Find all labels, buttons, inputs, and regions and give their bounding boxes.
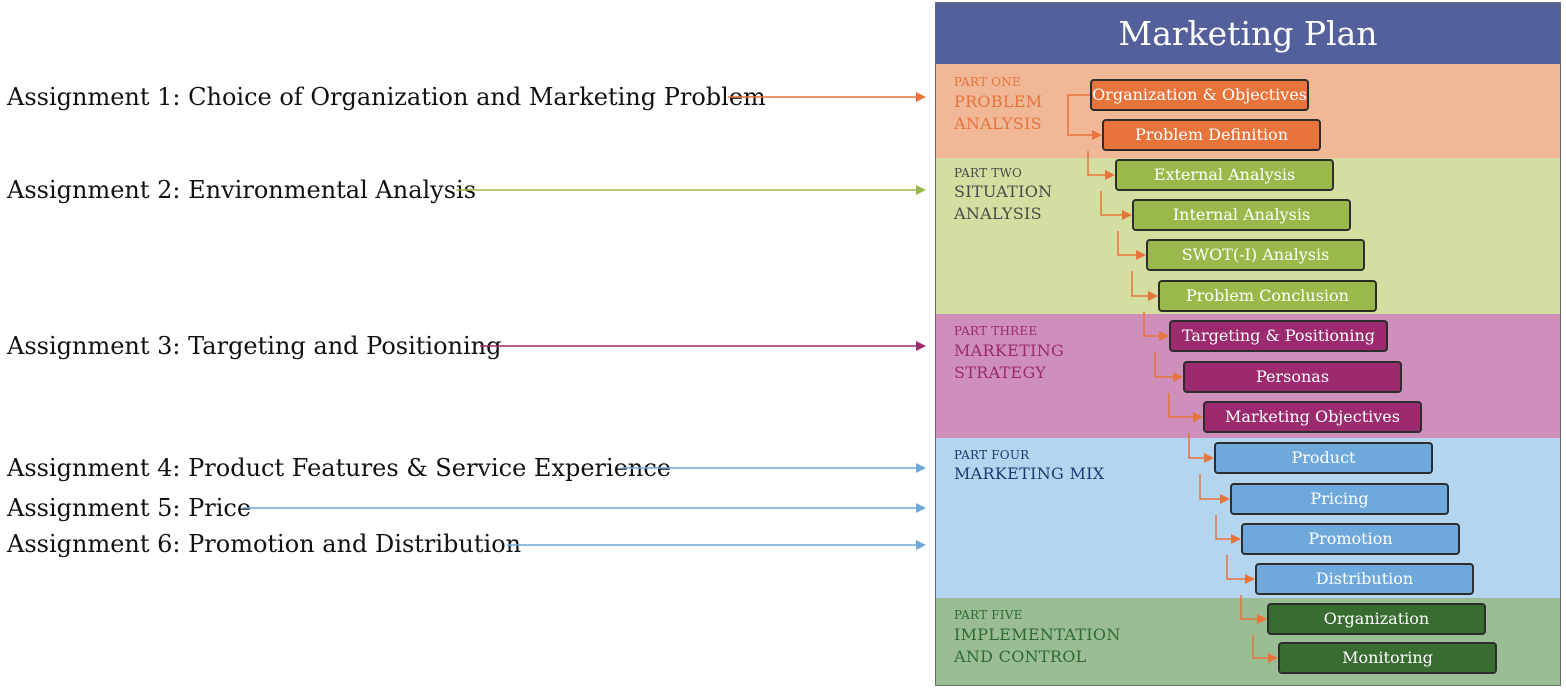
assignment-2-label: Assignment 2: Environmental Analysis	[7, 176, 477, 204]
plan-step-distribution: Distribution	[1255, 563, 1474, 595]
part-four-label: PART FOUR	[954, 448, 1030, 462]
part-five-title-line-1: IMPLEMENTATION	[954, 625, 1121, 644]
part-three-title-line-1: MARKETING	[954, 341, 1065, 360]
part-three-label: PART THREE	[954, 324, 1038, 338]
plan-step-monitoring: Monitoring	[1278, 642, 1497, 674]
connector-arrowhead-5	[1148, 291, 1158, 301]
assignment-5-label: Assignment 5: Price	[7, 494, 252, 522]
plan-step-pricing: Pricing	[1230, 483, 1449, 515]
connector-arrowhead-6	[1159, 331, 1169, 341]
part-two-title-line-1: SITUATION	[954, 182, 1053, 201]
plan-step-promotion: Promotion	[1241, 523, 1460, 555]
part-two-title-line-2: ANALYSIS	[954, 204, 1042, 223]
connector-line-2	[1087, 151, 1107, 176]
assignment-6-arrowhead	[916, 540, 926, 550]
part-one-title-line-1: PROBLEM	[954, 92, 1043, 111]
part-one-label: PART ONE	[954, 75, 1021, 89]
part-three-title-line-2: STRATEGY	[954, 363, 1047, 382]
plan-step-marketing-objectives: Marketing Objectives	[1203, 401, 1422, 433]
part-three-title: MARKETING STRATEGY	[954, 340, 1064, 384]
connector-line-8	[1168, 393, 1195, 418]
plan-step-organization: Organization	[1267, 603, 1486, 635]
part-two-title: SITUATION ANALYSIS	[954, 181, 1052, 225]
part-two-label: PART TWO	[954, 166, 1023, 180]
connector-line-7	[1154, 352, 1175, 378]
part-four-title-line-1: MARKETING MIX	[954, 464, 1105, 483]
connector-arrowhead-2	[1105, 170, 1115, 180]
part-one-title: PROBLEM ANALYSIS	[954, 91, 1042, 135]
connector-line-9	[1188, 433, 1206, 459]
flow-connectors	[1067, 94, 1278, 663]
connector-arrowhead-7	[1173, 372, 1183, 382]
connector-arrowhead-10	[1220, 494, 1230, 504]
connector-line-12	[1226, 555, 1247, 580]
plan-step-personas: Personas	[1183, 361, 1402, 393]
connector-line-10	[1199, 474, 1222, 500]
assignment-5-arrowhead	[916, 503, 926, 513]
assignment-3-arrowhead	[916, 341, 926, 351]
plan-step-swot-i-analysis: SWOT(-I) Analysis	[1146, 239, 1365, 271]
assignment-1-arrowhead	[916, 92, 926, 102]
connector-arrowhead-12	[1245, 574, 1255, 584]
plan-step-problem-conclusion: Problem Conclusion	[1158, 280, 1377, 312]
connector-line-6	[1143, 312, 1161, 337]
connector-arrowhead-1	[1092, 130, 1102, 140]
part-five-title: IMPLEMENTATION AND CONTROL	[954, 624, 1121, 668]
assignment-4-arrowhead	[916, 463, 926, 473]
assignment-3-label: Assignment 3: Targeting and Positioning	[7, 332, 502, 360]
connector-line-11	[1215, 515, 1233, 540]
connector-arrowhead-9	[1204, 453, 1214, 463]
marketing-plan-panel: Marketing Plan PART ONE PROBLEM ANALYSIS…	[935, 2, 1561, 686]
connector-line-1	[1067, 94, 1094, 136]
assignment-2-arrowhead	[916, 185, 926, 195]
connector-arrowhead-8	[1193, 412, 1203, 422]
plan-step-organization-objectives: Organization & Objectives	[1090, 79, 1309, 111]
part-one-title-line-2: ANALYSIS	[954, 114, 1042, 133]
plan-step-internal-analysis: Internal Analysis	[1132, 199, 1351, 231]
connector-arrowhead-3	[1122, 210, 1132, 220]
plan-step-product: Product	[1214, 442, 1433, 474]
connector-line-14	[1252, 635, 1270, 659]
connector-line-3	[1100, 191, 1124, 216]
part-five-title-line-2: AND CONTROL	[954, 647, 1087, 666]
part-four-title: MARKETING MIX	[954, 463, 1104, 485]
connector-line-13	[1240, 595, 1259, 620]
assignment-6-label: Assignment 6: Promotion and Distribution	[7, 530, 522, 558]
plan-step-problem-definition: Problem Definition	[1102, 119, 1321, 151]
connector-arrowhead-13	[1257, 614, 1267, 624]
plan-title: Marketing Plan	[936, 3, 1560, 64]
assignment-1-label: Assignment 1: Choice of Organization and…	[7, 83, 766, 111]
connector-line-4	[1117, 231, 1138, 256]
connector-arrowhead-11	[1231, 534, 1241, 544]
connector-arrowhead-4	[1136, 250, 1146, 260]
connector-line-5	[1131, 271, 1150, 297]
connector-arrowhead-14	[1268, 653, 1278, 663]
part-five-label: PART FIVE	[954, 608, 1023, 622]
plan-step-external-analysis: External Analysis	[1115, 159, 1334, 191]
plan-step-targeting-positioning: Targeting & Positioning	[1169, 320, 1388, 352]
assignment-4-label: Assignment 4: Product Features & Service…	[7, 454, 672, 482]
